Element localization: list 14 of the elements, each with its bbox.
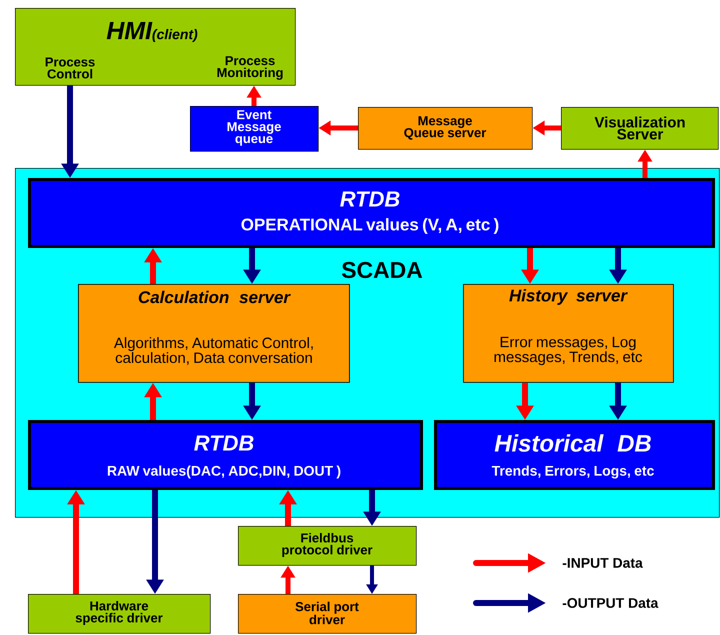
server-box: Visualization Server — [561, 107, 719, 150]
server-box: Calculation server Algorithms, Automatic Control, calculation, Data conversation — [78, 284, 350, 383]
driver-box: Hardware specific driver — [28, 594, 211, 634]
driver-box: Serial port driver — [238, 594, 417, 634]
legend-label: -OUTPUT Data — [562, 598, 658, 608]
region-label: SCADA — [342, 262, 422, 278]
database-box: RTDB OPERATIONAL values (V, A, etc ) — [28, 178, 715, 248]
server-box: History server Error messages, Log messages, Trends, etc — [463, 284, 674, 383]
driver-box: Fieldbus protocol driver — [238, 526, 417, 566]
server-box: Message Queue server — [358, 107, 533, 150]
queue-box: Event Message queue — [190, 106, 319, 152]
database-box: Historical DB Trends, Errors, Logs, etc — [434, 420, 715, 490]
legend-label: -INPUT Data — [562, 558, 643, 568]
database-box: RTDB RAW values(DAC, ADC,DIN, DOUT ) — [28, 420, 423, 490]
